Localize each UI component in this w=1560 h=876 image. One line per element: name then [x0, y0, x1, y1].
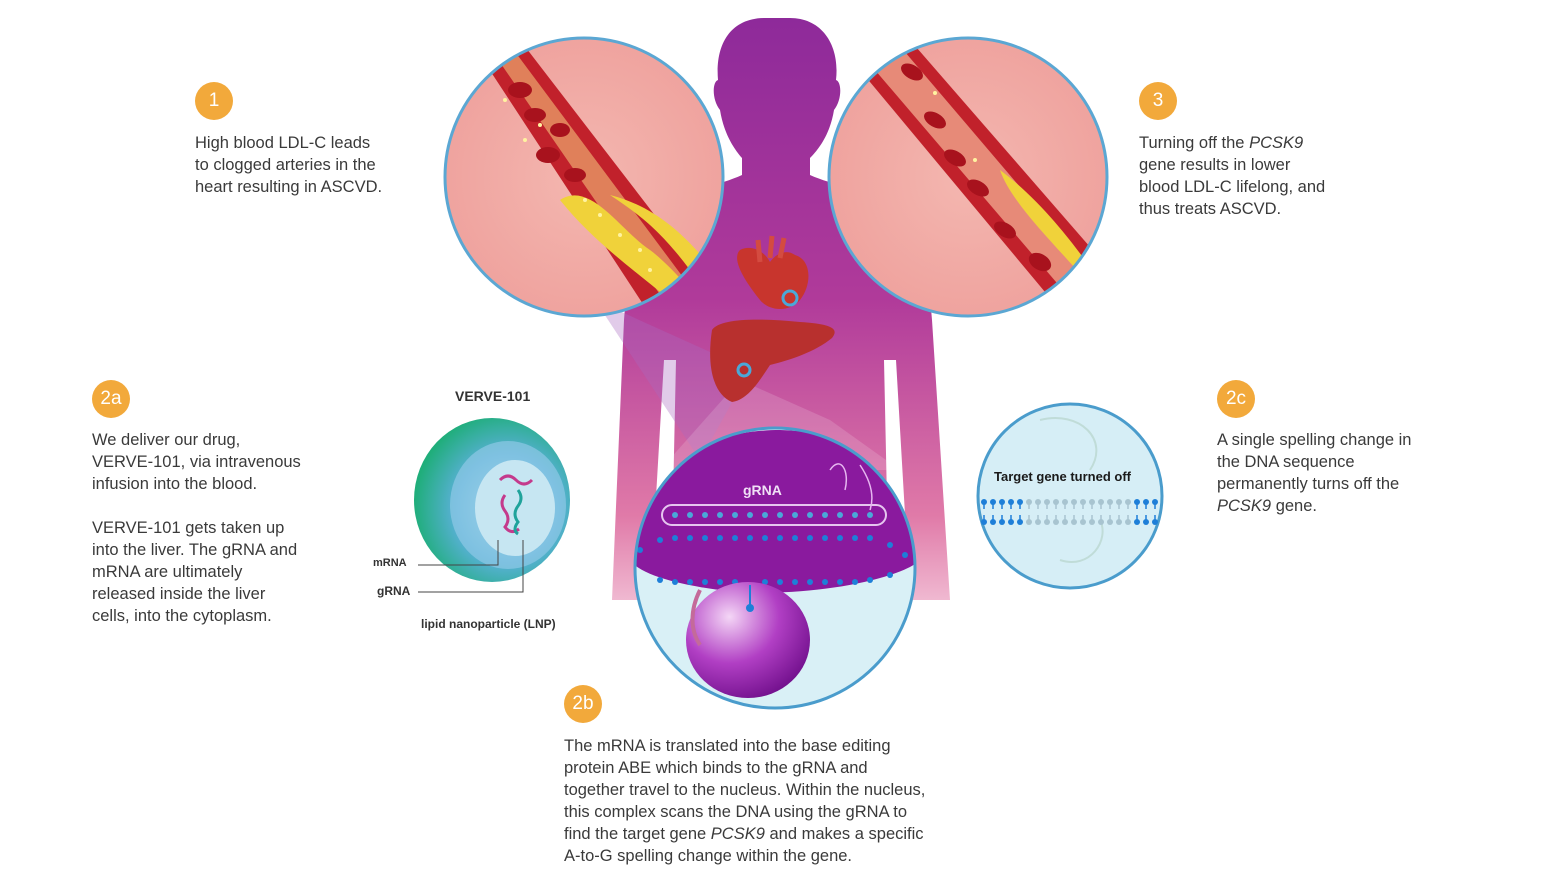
step-2c-text: A single spelling change in the DNA sequ… [1217, 429, 1411, 517]
step-badge-3-label: 3 [1152, 90, 1164, 111]
step-2b-text-b: and makes a specific A-to-G spelling cha… [564, 825, 924, 865]
clogged-artery-view [443, 36, 725, 318]
step-badge-3: 3 [1139, 82, 1177, 120]
step-2c-text-a: A single spelling change in the DNA sequ… [1217, 431, 1412, 493]
step-badge-2a: 2a [92, 380, 130, 418]
step-badge-2c-label: 2c [1225, 388, 1247, 409]
step-badge-2b-label: 2b [572, 693, 594, 714]
lnp-caption: lipid nanoparticle (LNP) [421, 617, 556, 631]
step-3-text-a: Turning off the [1139, 134, 1250, 152]
step-badge-2b: 2b [564, 685, 602, 723]
step-2b-text-a: The mRNA is translated into the base edi… [564, 737, 926, 843]
step-1-text: High blood LDL-C leads to clogged arteri… [195, 134, 383, 196]
step-badge-2c: 2c [1217, 380, 1255, 418]
healthy-artery-view [827, 36, 1109, 318]
lnp-particle [414, 418, 570, 593]
mrna-label: mRNA [373, 557, 407, 569]
nucleus-view [633, 426, 917, 710]
step-3-text-b: gene results in lower blood LDL-C lifelo… [1139, 156, 1326, 218]
step-2c-text-b: gene. [1271, 497, 1317, 515]
heart-icon [737, 235, 809, 309]
gene-name: PCSK9 [1249, 134, 1304, 152]
step-badge-1-label: 1 [208, 90, 220, 111]
nucleus-grna-label: gRNA [743, 482, 782, 498]
target-gene-view [976, 402, 1164, 590]
step-badge-1: 1 [195, 82, 233, 120]
step-2a-text: We deliver our drug, VERVE-101, via intr… [92, 431, 301, 625]
grna-label: gRNA [377, 584, 411, 598]
lnp-title: VERVE-101 [455, 388, 531, 404]
target-gene-label: Target gene turned off [994, 469, 1131, 484]
step-3-text: Turning off the PCSK9 gene results in lo… [1139, 132, 1325, 220]
liver-icon [710, 319, 835, 402]
gene-name: PCSK9 [1217, 497, 1272, 515]
gene-name: PCSK9 [710, 825, 765, 843]
step-badge-2a-label: 2a [100, 388, 122, 409]
step-2b-text: The mRNA is translated into the base edi… [564, 735, 925, 867]
